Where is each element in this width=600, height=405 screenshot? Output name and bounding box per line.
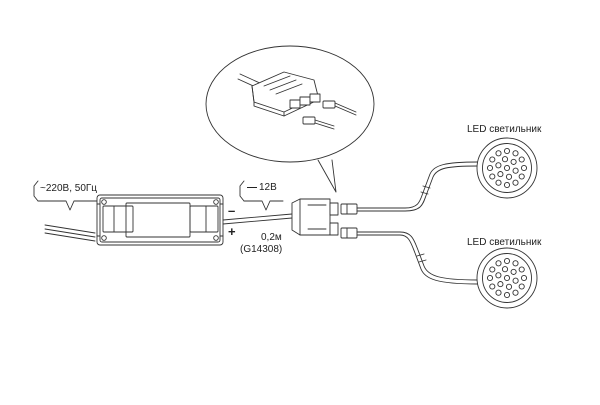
led-icon: [503, 274, 511, 282]
led-icon: [495, 289, 502, 296]
led-icon: [520, 274, 528, 282]
input-voltage-label: ~220В, 50Гц: [40, 183, 98, 194]
led-icon: [495, 162, 502, 169]
led-icon: [486, 164, 494, 172]
led-icon: [489, 156, 496, 163]
led-icon: [518, 283, 525, 290]
led-icon: [489, 173, 496, 180]
led-icon: [503, 181, 511, 189]
led-icon: [505, 173, 513, 180]
screw-icon: [101, 199, 107, 205]
led-icon: [512, 179, 519, 186]
led-icon: [495, 272, 502, 279]
zoom-bubble: [205, 45, 375, 193]
input-label-callout: [33, 180, 99, 211]
led-icon: [518, 156, 525, 163]
led-icon: [495, 179, 502, 186]
led-icon: [489, 283, 496, 290]
led-icon: [489, 266, 496, 273]
top-lamp-cable: [356, 161, 479, 212]
led-array-bottom: [486, 257, 528, 299]
bottom-lamp-cable: [356, 231, 479, 285]
led-icon: [503, 164, 511, 172]
led-icon: [512, 150, 519, 157]
output-voltage-label: 12В: [247, 183, 277, 193]
led-icon: [518, 266, 525, 273]
led-icon: [497, 281, 504, 288]
led-icon: [512, 277, 519, 284]
led-icon: [510, 268, 517, 275]
output-cable: [222, 213, 293, 225]
cable-code-label: (G14308): [240, 244, 283, 255]
led-lamp-bottom-label: LED светильник: [467, 237, 542, 248]
led-icon: [512, 260, 519, 267]
led-icon: [520, 164, 528, 172]
led-icon: [501, 156, 509, 163]
led-icon: [518, 173, 525, 180]
screw-icon: [101, 235, 107, 241]
led-icon: [503, 147, 511, 155]
led-array-top: [486, 147, 528, 189]
led-lamp-bottom: [476, 247, 538, 309]
screw-icon: [213, 199, 219, 205]
distribution-connector: [291, 198, 358, 239]
plug-icon: [340, 227, 358, 239]
output-label-callout: [239, 180, 284, 211]
led-icon: [512, 167, 519, 174]
led-icon: [512, 289, 519, 296]
led-icon: [495, 260, 502, 267]
led-lamp-top: [476, 137, 538, 199]
led-icon: [505, 283, 513, 290]
led-icon: [501, 266, 509, 273]
led-icon: [510, 158, 517, 165]
led-lamp-top-label: LED светильник: [467, 124, 542, 135]
minus-polarity-label: –: [228, 203, 236, 218]
led-icon: [503, 291, 511, 299]
led-icon: [503, 257, 511, 265]
screw-icon: [213, 235, 219, 241]
mains-cable: [44, 224, 96, 242]
led-icon: [497, 171, 504, 178]
power-supply: [96, 194, 224, 246]
plus-polarity-label: +: [228, 224, 236, 239]
plug-icon: [340, 203, 358, 215]
led-icon: [495, 150, 502, 157]
led-icon: [486, 274, 494, 282]
cable-length-label: 0,2м: [261, 232, 282, 243]
